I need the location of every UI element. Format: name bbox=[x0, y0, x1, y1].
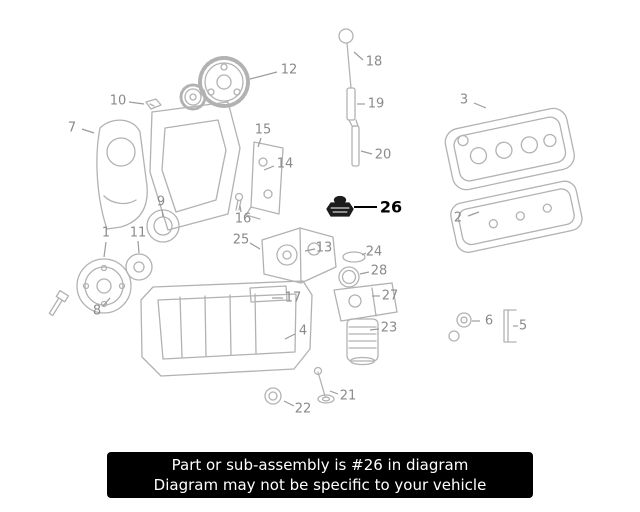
support-bracket-drawing bbox=[245, 141, 284, 220]
leader-line-20 bbox=[360, 150, 373, 155]
valve-cover-drawing bbox=[444, 107, 575, 191]
part-label-2[interactable]: 2 bbox=[453, 210, 463, 226]
part-label-4[interactable]: 4 bbox=[298, 323, 308, 339]
part-label-14[interactable]: 14 bbox=[276, 156, 294, 172]
valve-cover-gasket-drawing bbox=[450, 180, 583, 253]
o-ring-drawing bbox=[342, 251, 366, 263]
crank-bolt-drawing bbox=[48, 289, 70, 317]
small-gear-icon bbox=[179, 83, 207, 111]
crank-pulley-drawing bbox=[76, 258, 132, 314]
banner-line1: Part or sub-assembly is #26 in diagram bbox=[171, 456, 469, 474]
leader-line-4 bbox=[284, 333, 296, 340]
pulley-hub-drawing bbox=[125, 253, 153, 281]
part-label-23[interactable]: 23 bbox=[380, 320, 398, 336]
part-label-7[interactable]: 7 bbox=[67, 120, 77, 136]
leader-line-15 bbox=[257, 137, 262, 148]
leader-line-10 bbox=[128, 101, 145, 105]
leader-line-13 bbox=[304, 248, 316, 252]
part-label-27[interactable]: 27 bbox=[381, 288, 399, 304]
leader-line-2 bbox=[467, 211, 480, 217]
part-label-11[interactable]: 11 bbox=[129, 225, 147, 241]
info-banner: Part or sub-assembly is #26 in diagram D… bbox=[107, 452, 533, 498]
part-label-26[interactable]: 26 bbox=[379, 197, 403, 217]
part-label-15[interactable]: 15 bbox=[254, 122, 272, 138]
part-label-9[interactable]: 9 bbox=[156, 194, 166, 210]
leader-line-21 bbox=[329, 390, 339, 395]
highlighted-part-26-drawing[interactable] bbox=[326, 195, 354, 217]
part-label-16[interactable]: 16 bbox=[234, 211, 252, 227]
part-label-28[interactable]: 28 bbox=[370, 263, 388, 279]
camshaft-gear-icon bbox=[198, 56, 250, 108]
leader-line-14 bbox=[263, 165, 275, 171]
small-bolt-drawing bbox=[234, 192, 244, 211]
part-label-1[interactable]: 1 bbox=[101, 225, 111, 241]
leader-line-12 bbox=[249, 71, 278, 80]
part-label-18[interactable]: 18 bbox=[365, 54, 383, 70]
filter-housing-drawing bbox=[333, 282, 398, 322]
leader-line-3 bbox=[473, 102, 487, 109]
part-label-25[interactable]: 25 bbox=[232, 232, 250, 248]
dipstick-drawing bbox=[338, 28, 360, 167]
part-label-6[interactable]: 6 bbox=[484, 313, 494, 329]
banner-line2: Diagram may not be specific to your vehi… bbox=[153, 476, 487, 494]
part-label-17[interactable]: 17 bbox=[284, 290, 302, 306]
part-label-12[interactable]: 12 bbox=[280, 62, 298, 78]
leader-line-22 bbox=[283, 400, 295, 407]
gasket-ring-drawing bbox=[338, 266, 360, 288]
part-label-10[interactable]: 10 bbox=[109, 93, 127, 109]
rear-timing-cover-drawing bbox=[149, 101, 241, 231]
cap-drawing bbox=[264, 387, 282, 405]
part-label-21[interactable]: 21 bbox=[339, 388, 357, 404]
part-label-5[interactable]: 5 bbox=[518, 318, 528, 334]
part-label-13[interactable]: 13 bbox=[315, 240, 333, 256]
plug-drawing bbox=[448, 312, 472, 342]
leader-line-16 bbox=[239, 205, 242, 213]
leader-line-28 bbox=[359, 271, 370, 275]
part-label-22[interactable]: 22 bbox=[294, 401, 312, 417]
leader-line-18 bbox=[353, 51, 364, 61]
oil-pan-drawing bbox=[140, 280, 313, 377]
oil-pump-drawing bbox=[261, 227, 337, 284]
oil-filter-drawing bbox=[346, 318, 379, 366]
part-label-3[interactable]: 3 bbox=[459, 92, 469, 108]
leader-line-24 bbox=[361, 252, 367, 256]
clip-drawing bbox=[145, 98, 162, 110]
leader-line-23 bbox=[369, 328, 380, 331]
part-label-8[interactable]: 8 bbox=[92, 303, 102, 319]
leader-lines bbox=[81, 51, 518, 407]
leader-line-9 bbox=[161, 209, 164, 218]
part-label-24[interactable]: 24 bbox=[365, 244, 383, 260]
part-label-19[interactable]: 19 bbox=[367, 96, 385, 112]
stud-drawing bbox=[313, 366, 335, 404]
bracket-drawing bbox=[503, 309, 517, 343]
front-timing-cover-drawing bbox=[96, 119, 148, 230]
leader-line-8 bbox=[102, 297, 111, 307]
leader-line-11 bbox=[137, 240, 140, 254]
leader-line-1 bbox=[103, 241, 107, 258]
leader-line-25 bbox=[249, 242, 261, 250]
part-label-20[interactable]: 20 bbox=[374, 147, 392, 163]
leader-line-7 bbox=[81, 128, 95, 134]
